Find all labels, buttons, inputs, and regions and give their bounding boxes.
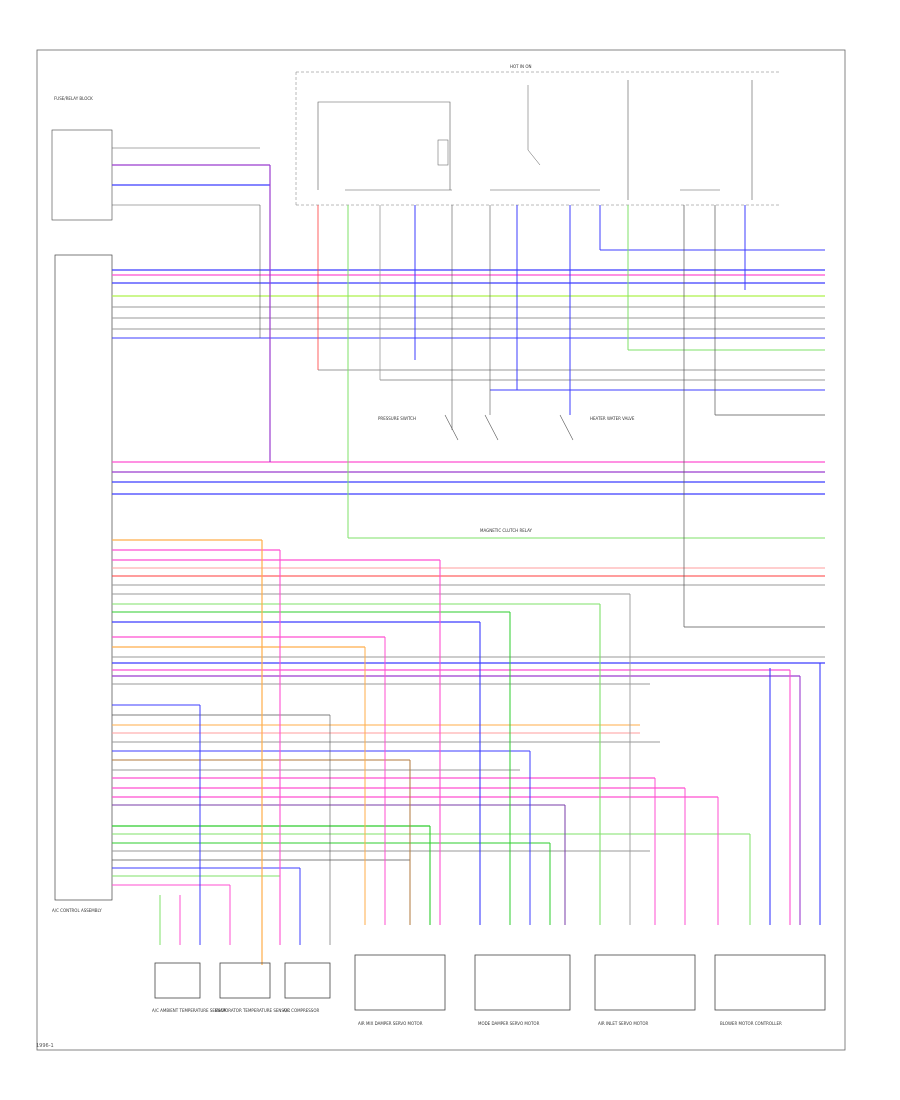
evap-sensor-label: EVAPORATOR TEMPERATURE SENSOR xyxy=(215,1008,290,1013)
mid-switches: PRESSURE SWITCH HEATER WATER VALVE MAGNE… xyxy=(378,414,635,533)
vertical-wires xyxy=(159,165,825,965)
hot-in-run-label: HOT IN ON xyxy=(510,64,531,69)
blower-label: BLOWER MOTOR CONTROLLER xyxy=(720,1021,782,1026)
footer-code: 1996-1 xyxy=(36,1043,54,1049)
ecm: A/C CONTROL ASSEMBLY xyxy=(52,254,113,913)
fuse-box: FUSE/RELAY BLOCK HOT IN ON xyxy=(51,64,780,221)
bottom-components: A/C AMBIENT TEMPERATURE SENSOR EVAPORATO… xyxy=(152,954,826,1026)
door-motor-1-label: AIR MIX DAMPER SERVO MOTOR xyxy=(358,1021,423,1026)
heater-valve-label: HEATER WATER VALVE xyxy=(590,416,635,421)
compressor-label: A/C COMPRESSOR xyxy=(283,1008,319,1013)
pressure-switch-label: PRESSURE SWITCH xyxy=(378,416,416,421)
ecm-label: A/C CONTROL ASSEMBLY xyxy=(52,908,102,913)
fuse-box-label: FUSE/RELAY BLOCK xyxy=(54,96,93,101)
door-motor-3-label: AIR INLET SERVO MOTOR xyxy=(598,1021,649,1026)
relay-area xyxy=(317,80,753,200)
relay-label: MAGNETIC CLUTCH RELAY xyxy=(480,528,533,533)
door-motor-2-label: MODE DAMPER SERVO MOTOR xyxy=(478,1021,540,1026)
diagram-border xyxy=(36,49,846,1051)
ecm-wires xyxy=(112,147,825,886)
ambient-sensor-label: A/C AMBIENT TEMPERATURE SENSOR xyxy=(152,1008,227,1013)
